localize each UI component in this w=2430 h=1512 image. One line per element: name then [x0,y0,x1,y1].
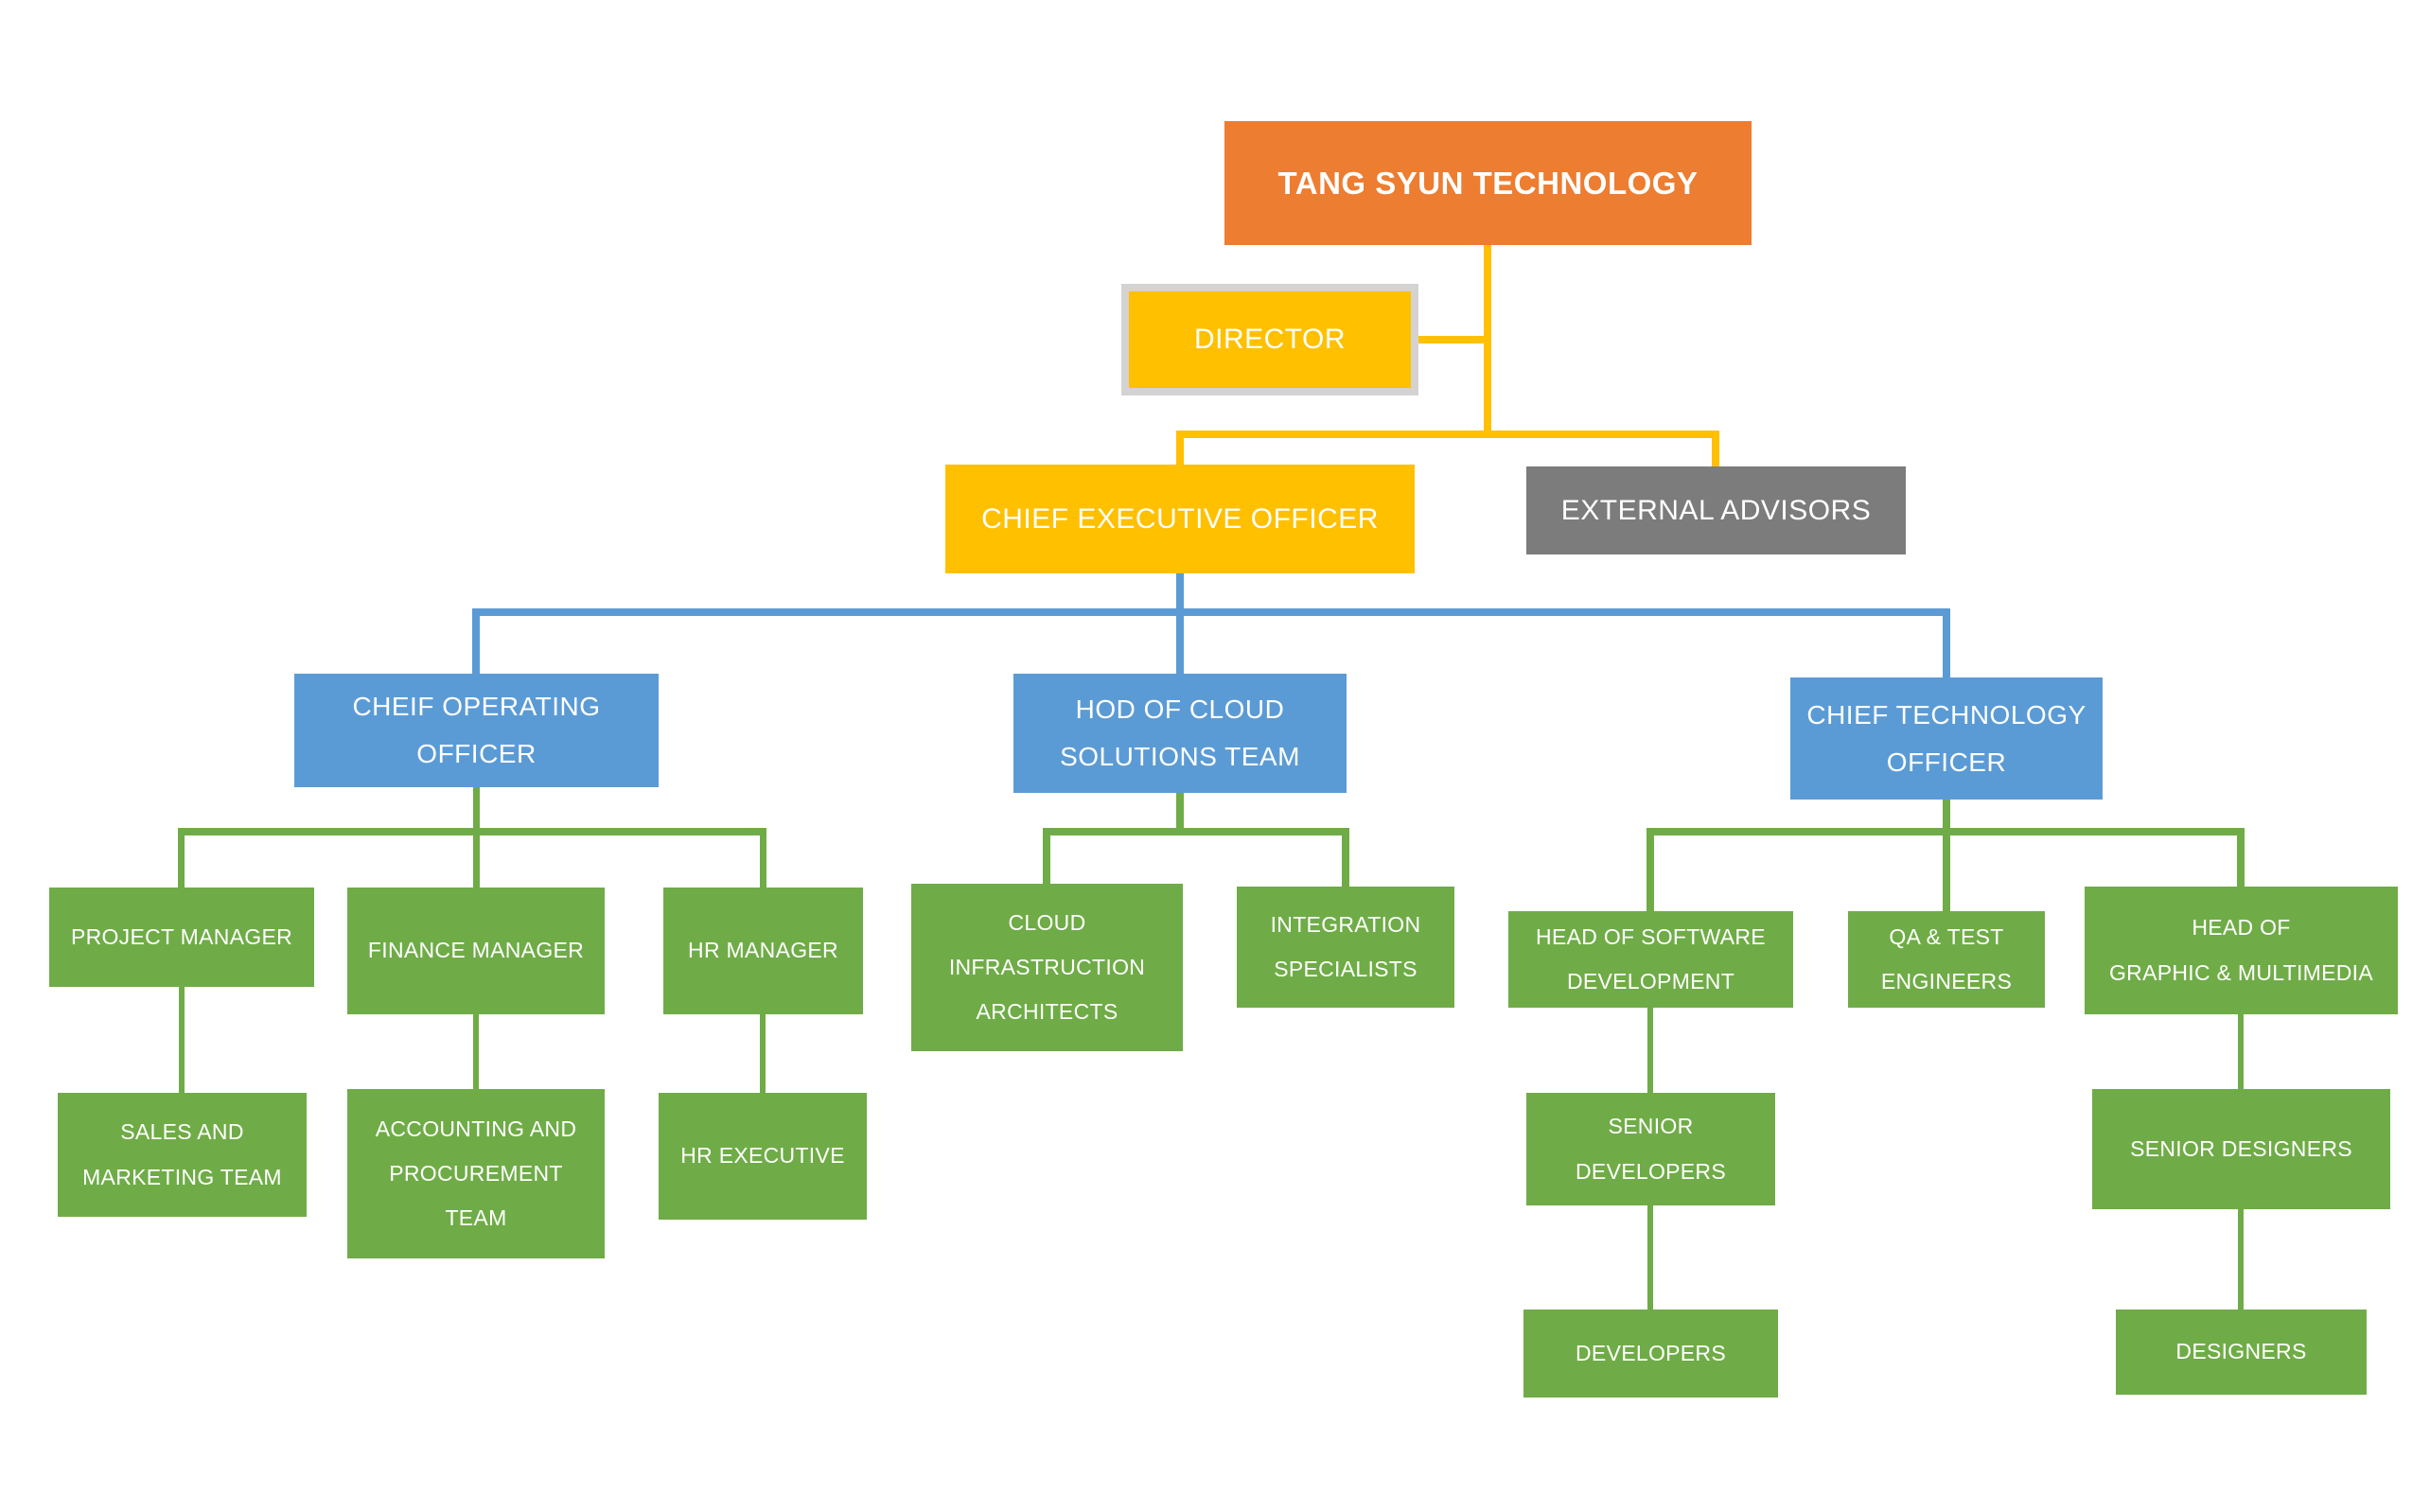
org-node-label-acct: ACCOUNTING AND PROCUREMENT TEAM [375,1116,577,1231]
org-node-label-integ: INTEGRATION SPECIALISTS [1270,911,1421,981]
connector-hod-stem [1176,793,1184,832]
org-node-label-hrex: HR EXECUTIVE [680,1143,845,1169]
org-node-external: EXTERNAL ADVISORS [1526,466,1906,554]
connector-pm-drop [178,828,185,888]
org-node-label-hod: HOD OF CLOUD SOLUTIONS TEAM [1060,694,1300,771]
org-node-director: DIRECTOR [1121,284,1418,396]
org-node-fm: FINANCE MANAGER [347,888,605,1014]
connector-exec-bar [1176,431,1719,438]
connector-hrm-drop [760,828,766,888]
connector-fm-acct-link [473,1014,479,1089]
connector-srdes-des-link [2238,1209,2244,1310]
org-node-label-coo: CHEIF OPERATING OFFICER [352,692,601,768]
org-node-label-cto: CHIEF TECHNOLOGY OFFICER [1806,699,2087,777]
connector-ceo-stem [1176,573,1184,616]
org-node-label-srdev: SENIOR DEVELOPERS [1576,1114,1726,1184]
org-node-label-fm: FINANCE MANAGER [367,938,585,963]
connector-director-link [1418,336,1488,343]
org-node-label-srdes: SENIOR DESIGNERS [2130,1135,2352,1161]
org-node-integ: INTEGRATION SPECIALISTS [1237,887,1454,1008]
connector-pm-sales-link [179,987,185,1093]
org-node-ceo: CHIEF EXECUTIVE OFFICER [945,465,1415,573]
org-node-hrm: HR MANAGER [663,888,863,1014]
connector-coo-stem [473,787,480,832]
org-node-label-hog: HEAD OF GRAPHIC & MULTIMEDIA [2108,915,2374,985]
connector-hog-srdes-link [2238,1014,2244,1089]
org-node-sales: SALES AND MARKETING TEAM [58,1093,307,1217]
connector-cloud-drop [1043,828,1050,884]
org-node-hsd: HEAD OF SOFTWARE DEVELOPMENT [1508,911,1793,1008]
org-node-cto: CHIEF TECHNOLOGY OFFICER [1790,677,2103,800]
connector-company-stem [1484,245,1491,438]
org-node-label-external: EXTERNAL ADVISORS [1560,494,1872,526]
org-node-hog: HEAD OF GRAPHIC & MULTIMEDIA [2085,887,2398,1014]
org-node-label-hsd: HEAD OF SOFTWARE DEVELOPMENT [1536,923,1766,993]
connector-cto-drop [1943,608,1950,677]
connector-integ-drop [1342,828,1349,887]
connector-cto-stem [1943,800,1950,832]
connector-hod-drop [1176,608,1184,674]
connector-external-drop [1712,431,1719,466]
org-node-label-pm: PROJECT MANAGER [70,923,293,949]
connector-qa-drop [1943,828,1950,911]
connector-coo-drop [472,608,480,674]
org-node-label-director: DIRECTOR [1193,324,1347,355]
connector-hod-team-bar [1043,828,1349,835]
org-node-hod: HOD OF CLOUD SOLUTIONS TEAM [1013,674,1347,793]
connector-coo-team-bar [178,828,766,835]
org-node-hrex: HR EXECUTIVE [659,1093,867,1220]
org-node-srdes: SENIOR DESIGNERS [2092,1089,2390,1209]
connector-hsd-srdev-link [1647,1008,1653,1093]
connector-fm-drop [473,828,480,888]
org-node-label-des: DESIGNERS [2175,1339,2307,1364]
org-node-des: DESIGNERS [2116,1310,2367,1395]
org-node-label-sales: SALES AND MARKETING TEAM [82,1119,282,1189]
org-node-coo: CHEIF OPERATING OFFICER [294,674,659,787]
org-node-label-company: TANG SYUN TECHNOLOGY [1277,165,1699,201]
connector-ceo-drop [1176,431,1184,465]
connector-hrm-hrex-link [760,1014,766,1093]
org-node-srdev: SENIOR DEVELOPERS [1526,1093,1775,1205]
org-node-label-cloud: CLOUD INFRASTRUCTION ARCHITECTS [948,909,1146,1025]
org-node-label-dev: DEVELOPERS [1576,1340,1726,1365]
connector-hog-drop [2237,828,2245,887]
org-node-label-qa: QA & TEST ENGINEERS [1880,923,2013,993]
org-node-dev: DEVELOPERS [1523,1310,1778,1398]
org-node-qa: QA & TEST ENGINEERS [1848,911,2045,1008]
org-node-cloud: CLOUD INFRASTRUCTION ARCHITECTS [911,884,1183,1051]
org-node-acct: ACCOUNTING AND PROCUREMENT TEAM [347,1089,605,1258]
org-node-label-ceo: CHIEF EXECUTIVE OFFICER [981,502,1379,535]
org-node-company: TANG SYUN TECHNOLOGY [1224,121,1752,245]
connector-hsd-drop [1646,828,1654,911]
org-node-label-hrm: HR MANAGER [688,938,838,963]
connector-srdev-dev-link [1647,1205,1653,1310]
connector-dept-bar [472,608,1950,616]
org-node-pm: PROJECT MANAGER [49,888,314,987]
